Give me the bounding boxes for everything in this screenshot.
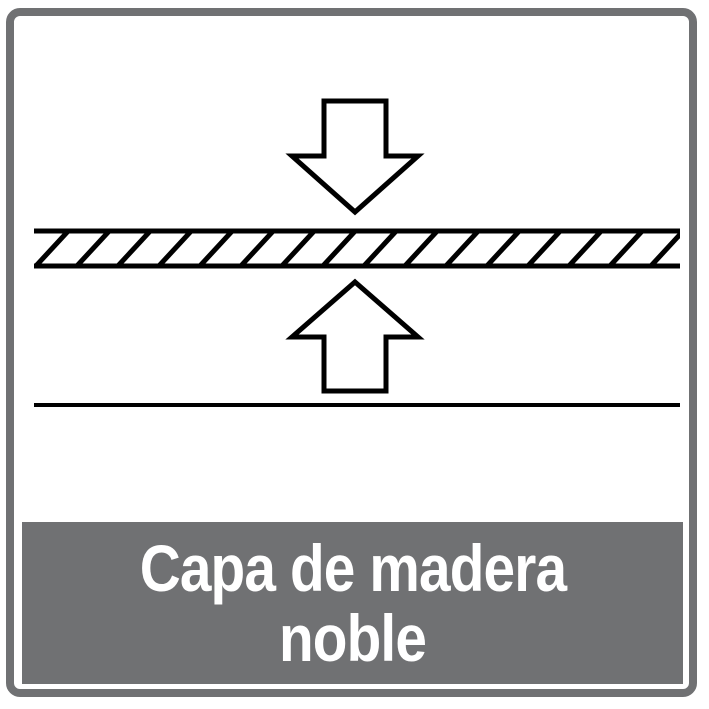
arrow-up-icon: [285, 278, 425, 394]
label-line-1: Capa de madera: [139, 531, 566, 605]
arrow-down-icon: [285, 98, 425, 216]
hatched-layer: [34, 228, 680, 269]
label-line-2: noble: [278, 601, 427, 675]
label-band: Capa de madera noble: [22, 522, 683, 684]
